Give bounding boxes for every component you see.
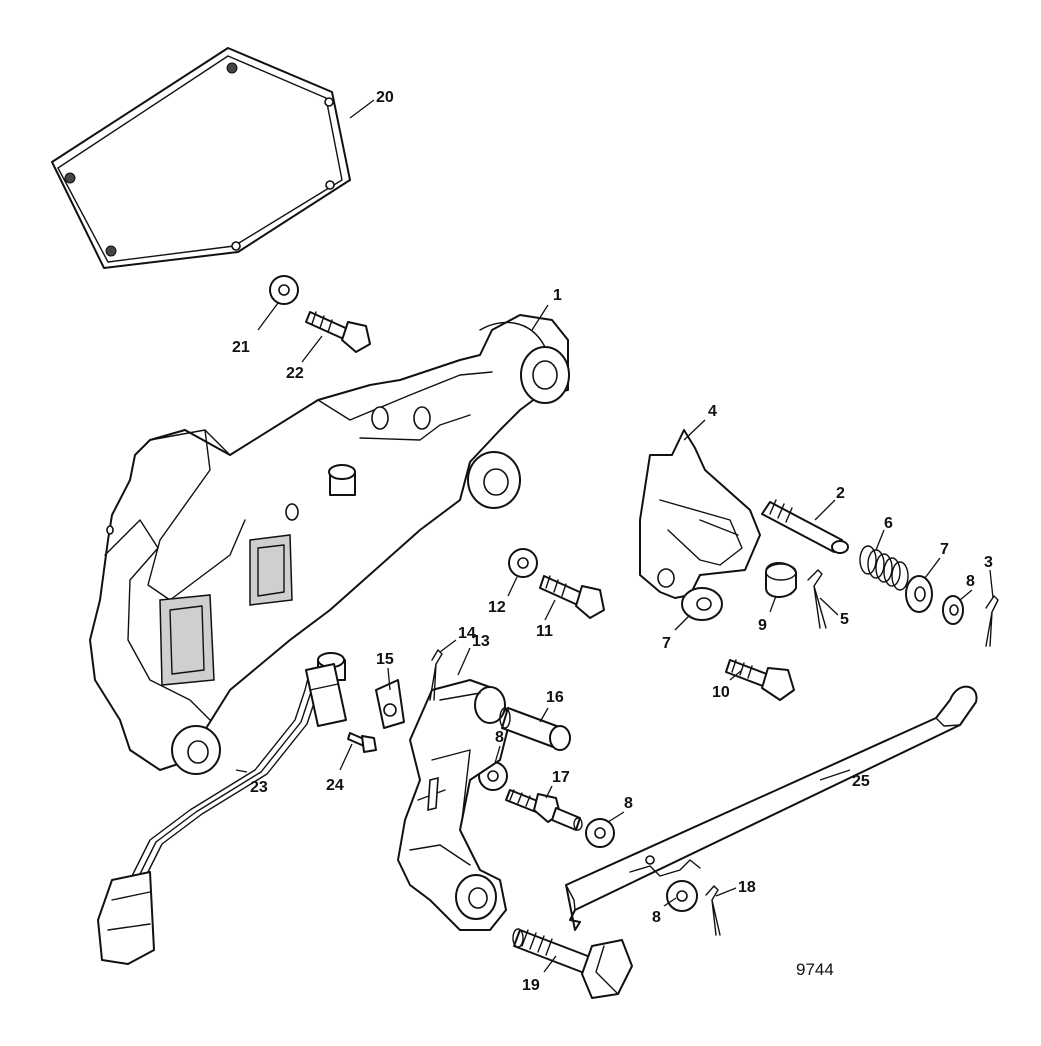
callout-20: 20 [376,89,394,106]
washer-7-right [905,575,933,613]
callout-11: 11 [536,623,553,640]
spring-6 [859,545,909,591]
callout-17: 17 [552,769,570,786]
bolt-11 [539,575,605,619]
washer-8-right [942,595,964,625]
leader-18 [715,887,737,897]
callout-4: 4 [708,403,717,420]
arm-13 [397,679,511,931]
callout-8b: 8 [495,729,504,746]
washer-8-lower [666,880,698,912]
wiring-harness-23 [97,663,347,965]
cotter-pin-5 [807,569,827,629]
callout-18: 18 [738,879,756,896]
leader-25 [819,769,851,781]
leader-8b [494,745,501,764]
callout-2: 2 [836,485,845,502]
callout-8a: 8 [966,573,975,590]
link-rod-25 [565,685,978,931]
callout-9: 9 [758,617,767,634]
leader-8c [607,811,625,823]
leader-22 [301,335,323,363]
figure-reference-number: 9744 [796,960,834,979]
leader-6 [875,529,885,551]
washer-21 [269,275,299,305]
callout-10: 10 [712,684,730,701]
main-bracket [89,314,570,775]
clip-15 [375,679,405,729]
leader-7a [924,557,941,579]
callout-23: 23 [250,779,268,796]
leader-10 [729,669,743,681]
callout-16: 16 [546,689,564,706]
leader-23 [235,769,248,773]
cover-plate [51,47,351,269]
leader-17 [545,785,553,799]
cotter-pin-18 [705,885,721,936]
leader-20 [349,99,375,119]
leader-11 [544,599,556,621]
leader-7b [674,614,691,631]
lever-4 [639,429,761,599]
callout-13: 13 [472,633,490,650]
callout-22: 22 [286,365,304,382]
leader-3 [989,569,994,599]
bolt-10 [725,659,795,701]
leader-4 [683,419,706,441]
leader-14 [439,639,457,653]
callout-7a: 7 [940,541,949,558]
callout-25: 25 [852,773,870,790]
callout-21: 21 [232,339,250,356]
callout-14: 14 [458,625,476,642]
washer-12 [508,548,538,578]
callout-24: 24 [326,777,344,794]
leader-9 [769,595,777,613]
stud-17 [505,789,583,831]
bolt-22 [305,311,371,353]
leader-21 [257,302,279,331]
leader-8d [663,897,677,907]
leader-5 [819,597,839,616]
bolt-19 [512,928,633,999]
callout-5: 5 [840,611,849,628]
leader-1 [531,304,549,331]
leader-24 [339,743,353,771]
leader-19 [543,955,557,973]
leader-12 [507,576,518,597]
callout-1: 1 [553,287,562,304]
callout-15: 15 [376,651,394,668]
leader-15 [387,667,391,691]
callout-7b: 7 [662,635,671,652]
leader-8a [959,589,973,601]
callout-19: 19 [522,977,540,994]
callout-3: 3 [984,554,993,571]
callout-8d: 8 [652,909,661,926]
cotter-pin-14 [429,649,443,701]
washer-7-left [681,587,723,621]
bushing-9 [765,562,797,598]
screw-24 [347,732,377,753]
leader-13 [457,647,471,676]
leader-2 [814,499,836,521]
pin-16 [499,707,571,751]
pin-2 [761,499,849,554]
callout-8c: 8 [624,795,633,812]
washer-8-middle [585,818,615,848]
leader-16 [539,707,549,723]
callout-12: 12 [488,599,506,616]
cotter-pin-3 [985,595,999,647]
callout-6: 6 [884,515,893,532]
